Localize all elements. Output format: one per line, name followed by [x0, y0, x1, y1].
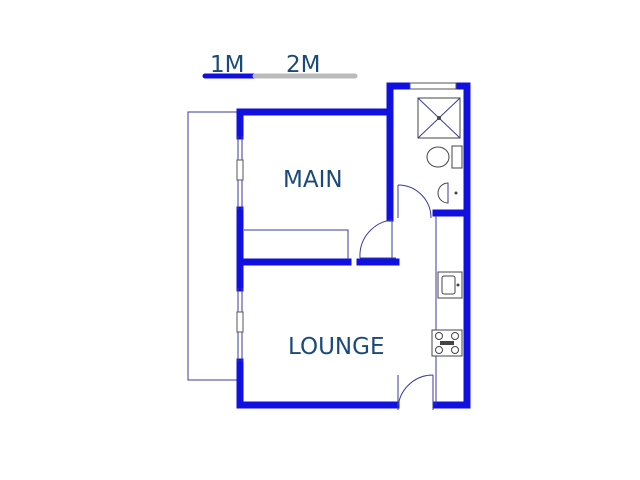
toilet-icon — [426, 145, 463, 169]
bathroom-window — [409, 82, 457, 90]
balcony-outline — [187, 111, 240, 381]
room-label-main: MAIN — [283, 167, 343, 193]
shower-icon — [417, 97, 461, 139]
door-front — [397, 374, 434, 411]
walls — [236, 82, 471, 409]
door-bathroom — [397, 184, 432, 219]
basin-icon — [437, 182, 458, 204]
stove-icon — [431, 329, 463, 357]
built-in-cupboard — [244, 229, 349, 259]
window-lower — [236, 288, 244, 362]
scale-bar: 1M 2M — [202, 52, 358, 79]
scale-label-1m: 1M — [210, 52, 244, 78]
window-upper — [236, 136, 244, 210]
sink-icon — [437, 271, 463, 299]
room-label-lounge: LOUNGE — [288, 334, 385, 360]
scale-label-2m: 2M — [286, 52, 320, 78]
door-main — [356, 219, 400, 266]
